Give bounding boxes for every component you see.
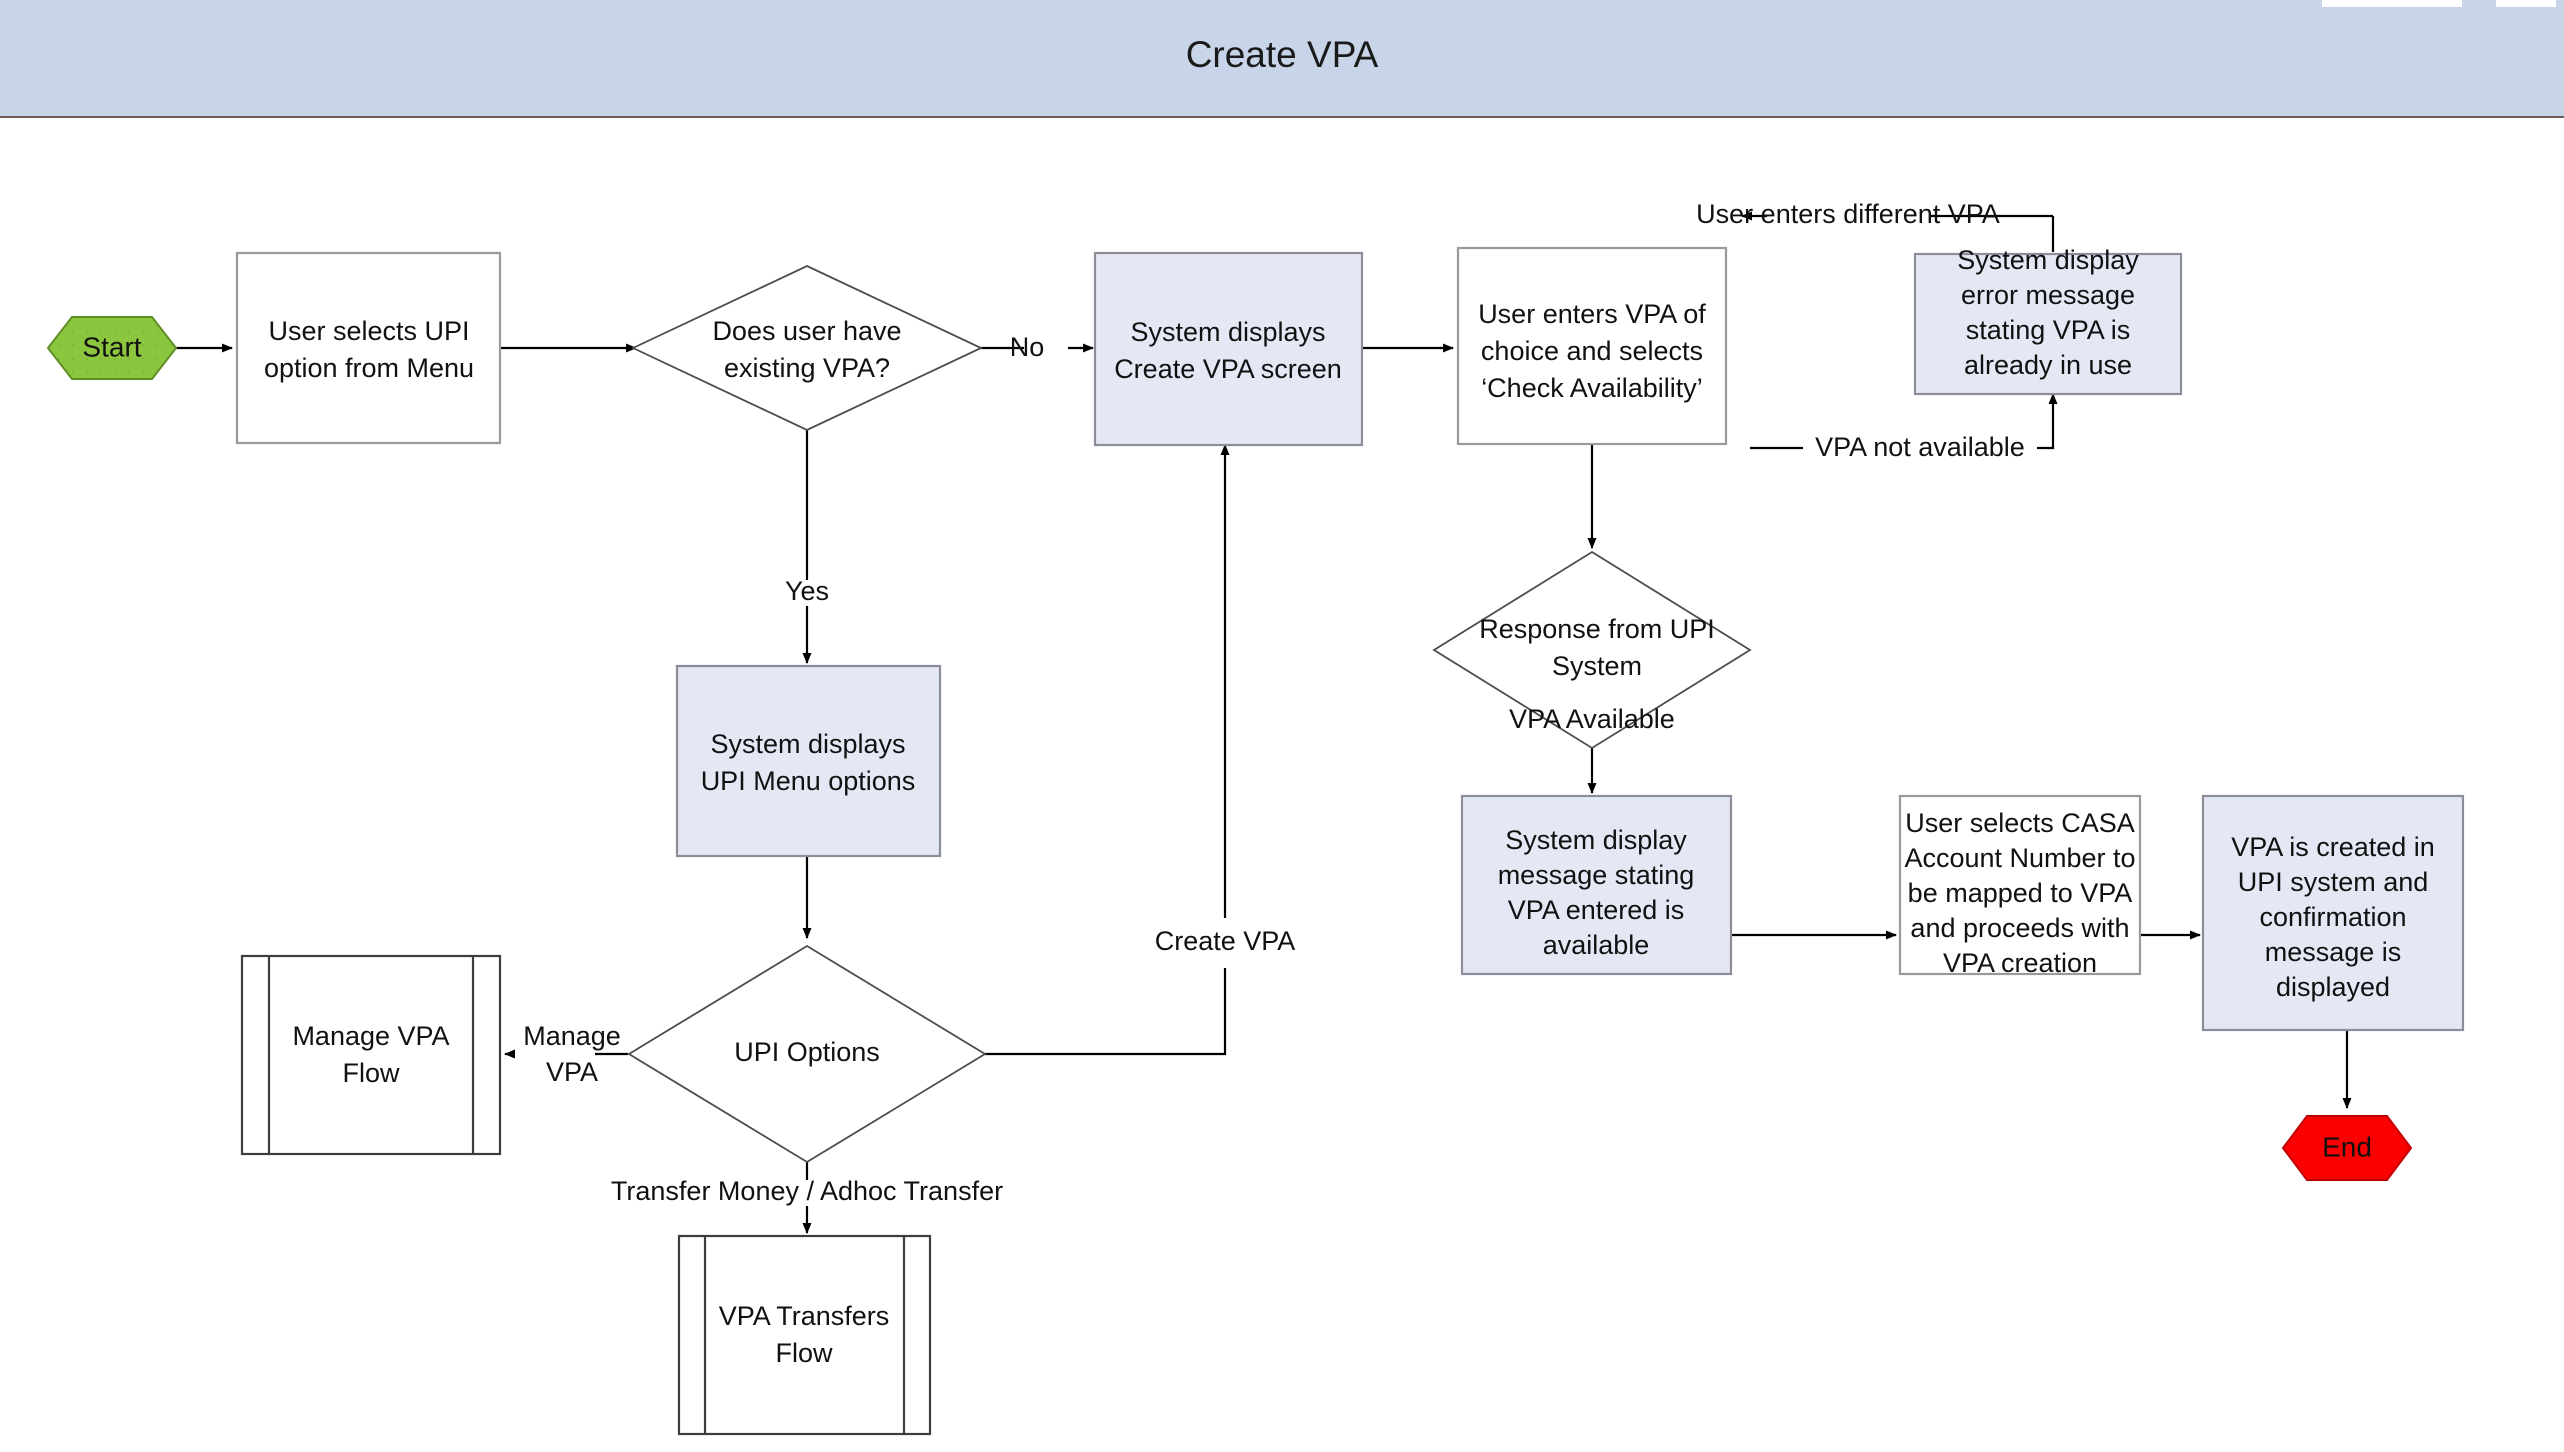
create-screen-line2: Create VPA screen [1114, 354, 1342, 384]
response-line2: System [1552, 651, 1642, 681]
error-msg-line1: System display [1957, 245, 2139, 275]
edge-label-manage-vpa-1: Manage [523, 1021, 621, 1051]
manage-flow-line1: Manage VPA [292, 1021, 449, 1051]
created-box [2201, 794, 2465, 1032]
manage-flow-box [240, 954, 502, 1156]
error-msg-box [1913, 252, 2183, 396]
edge-label-yes: Yes [785, 576, 829, 606]
avail-msg-line4: available [1543, 930, 1650, 960]
title-bar [0, 0, 2564, 118]
enter-vpa-line1: User enters VPA of [1478, 299, 1706, 329]
transfer-flow-line2: Flow [775, 1338, 833, 1368]
casa-box [1898, 794, 2142, 976]
has-vpa-diamond [630, 265, 984, 431]
casa-line3: be mapped to VPA [1908, 878, 2133, 908]
node-start-label: Start [82, 331, 141, 362]
edge-label-vpa-available: VPA Available [1509, 704, 1675, 734]
edge-label-transfer: Transfer Money / Adhoc Transfer [611, 1176, 1003, 1206]
node-select-upi[interactable]: User selects UPI option from Menu [235, 251, 502, 445]
select-upi-box [235, 251, 502, 445]
title-bar-notch-left [2322, 0, 2462, 7]
node-created[interactable]: VPA is created in UPI system and confirm… [2201, 794, 2465, 1032]
avail-msg-line2: message stating [1498, 860, 1695, 890]
node-upi-options[interactable]: UPI Options [627, 944, 987, 1164]
select-upi-line1: User selects UPI [268, 316, 469, 346]
enter-vpa-line3: ‘Check Availability’ [1481, 373, 1703, 403]
node-menu-options[interactable]: System displays UPI Menu options [675, 664, 942, 858]
avail-msg-line3: VPA entered is [1508, 895, 1685, 925]
created-line1: VPA is created in [2231, 832, 2435, 862]
error-msg-line2: error message [1961, 280, 2135, 310]
node-start[interactable]: Start [46, 316, 178, 380]
transfer-flow-line1: VPA Transfers [719, 1301, 890, 1331]
create-screen-box [1093, 251, 1364, 447]
menu-options-box [675, 664, 942, 858]
enter-vpa-box [1456, 246, 1728, 446]
page-title: Create VPA [1185, 34, 1379, 75]
node-enter-vpa[interactable]: User enters VPA of choice and selects ‘C… [1456, 246, 1728, 446]
create-screen-line1: System displays [1130, 317, 1325, 347]
manage-flow-line2: Flow [342, 1058, 400, 1088]
has-vpa-line1: Does user have [712, 316, 901, 346]
created-line4: message is [2265, 937, 2402, 967]
enter-vpa-line2: choice and selects [1481, 336, 1703, 366]
node-error-msg[interactable]: System display error message stating VPA… [1913, 245, 2183, 396]
avail-msg-box [1460, 794, 1733, 976]
casa-line1: User selects CASA [1905, 808, 2135, 838]
casa-line5: VPA creation [1943, 948, 2097, 978]
node-response[interactable]: Response from UPI System [1432, 550, 1752, 750]
menu-options-line1: System displays [710, 729, 905, 759]
error-msg-line4: already in use [1964, 350, 2132, 380]
response-line1: Response from UPI [1479, 614, 1715, 644]
node-casa[interactable]: User selects CASA Account Number to be m… [1898, 794, 2142, 978]
avail-msg-line1: System display [1505, 825, 1687, 855]
flowchart-canvas: System displays Create VPA screen --> Sy… [46, 199, 2465, 1436]
created-line2: UPI system and [2238, 867, 2429, 897]
edge-upi-options-create-seg1 [985, 968, 1227, 1056]
edge-label-no: No [1010, 332, 1045, 362]
edge-label-enters-different: User enters different VPA [1696, 199, 2000, 229]
created-line3: confirmation [2259, 902, 2406, 932]
has-vpa-line2: existing VPA? [724, 353, 890, 383]
edge-label-manage-vpa-2: VPA [546, 1057, 598, 1087]
created-line5: displayed [2276, 972, 2390, 1002]
response-diamond [1432, 550, 1752, 750]
title-bar-notch-right [2496, 0, 2556, 7]
casa-line2: Account Number to [1904, 843, 2135, 873]
casa-line4: and proceeds with [1910, 913, 2129, 943]
node-create-screen[interactable]: System displays Create VPA screen [1093, 251, 1364, 447]
end-hexagon [2281, 1115, 2413, 1181]
start-hexagon [46, 316, 178, 380]
select-upi-line2: option from Menu [264, 353, 474, 383]
error-msg-line3: stating VPA is [1966, 315, 2131, 345]
edge-response-not-avail-seg2 [2037, 393, 2058, 450]
upi-options-diamond [627, 944, 987, 1164]
node-has-vpa[interactable]: Does user have existing VPA? [630, 265, 984, 431]
menu-options-line2: UPI Menu options [701, 766, 916, 796]
edge-label-vpa-not-available: VPA not available [1815, 432, 2025, 462]
upi-options-label: UPI Options [734, 1037, 880, 1067]
transfer-flow-box [677, 1234, 932, 1436]
node-avail-msg[interactable]: System display message stating VPA enter… [1460, 794, 1733, 976]
node-end-label: End [2322, 1131, 2372, 1162]
node-manage-flow[interactable]: Manage VPA Flow [240, 954, 502, 1156]
edge-label-create-vpa: Create VPA [1155, 926, 1296, 956]
node-transfer-flow[interactable]: VPA Transfers Flow [677, 1234, 932, 1436]
node-end[interactable]: End [2281, 1115, 2413, 1181]
